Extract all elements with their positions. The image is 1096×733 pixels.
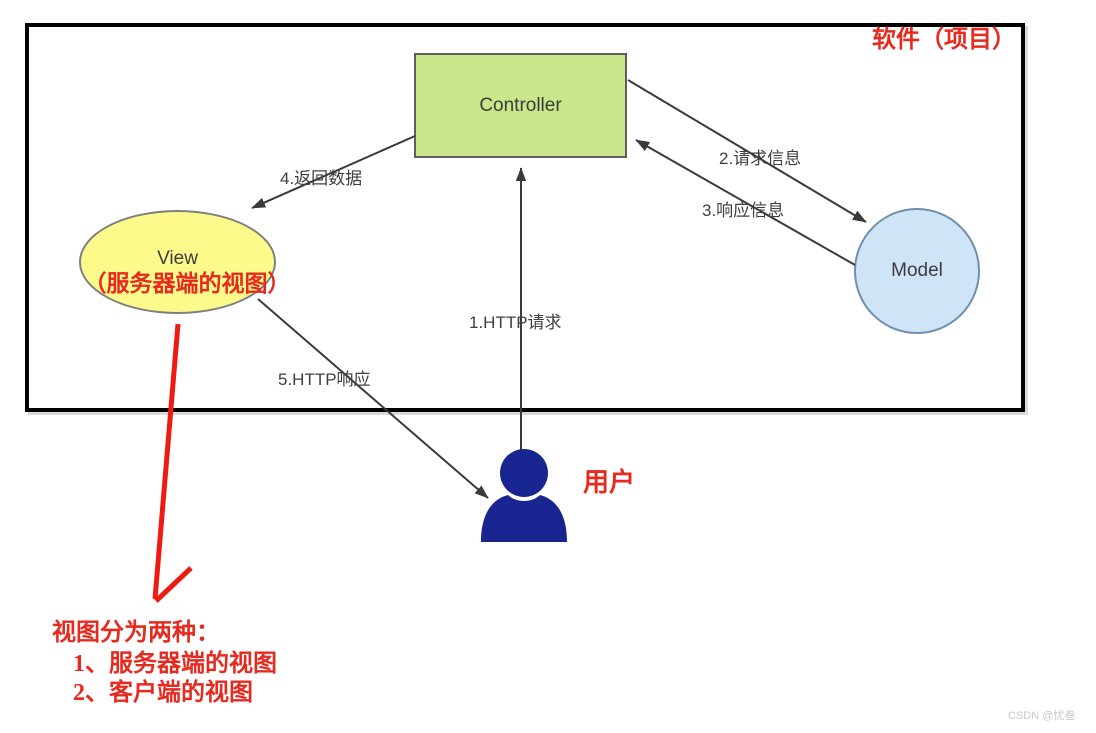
- edge-label-http-response: 5.HTTP响应: [278, 370, 371, 389]
- model-node: Model: [854, 208, 980, 334]
- view-label: View: [157, 248, 198, 269]
- user-label: 用户: [583, 468, 636, 497]
- note-title: 视图分为两种：: [52, 620, 220, 646]
- view-node: View: [79, 210, 276, 314]
- view-sublabel: （服务器端的视图）: [83, 271, 291, 296]
- note-item: 1、服务器端的视图: [73, 651, 277, 677]
- edge-label-http-request: 1.HTTP请求: [469, 313, 562, 332]
- controller-node: Controller: [414, 53, 627, 158]
- model-label: Model: [891, 260, 943, 281]
- edge-label-response-info: 3.响应信息: [702, 201, 785, 220]
- boundary-title: 软件（项目）: [872, 27, 1016, 53]
- note-item: 2、客户端的视图: [73, 680, 253, 706]
- watermark: CSDN @忧叁: [1008, 710, 1076, 722]
- user-icon: [481, 449, 567, 542]
- edge-label-request-info: 2.请求信息: [719, 149, 802, 168]
- controller-label: Controller: [479, 94, 562, 116]
- edge-label-return-data: 4.返回数据: [280, 169, 363, 188]
